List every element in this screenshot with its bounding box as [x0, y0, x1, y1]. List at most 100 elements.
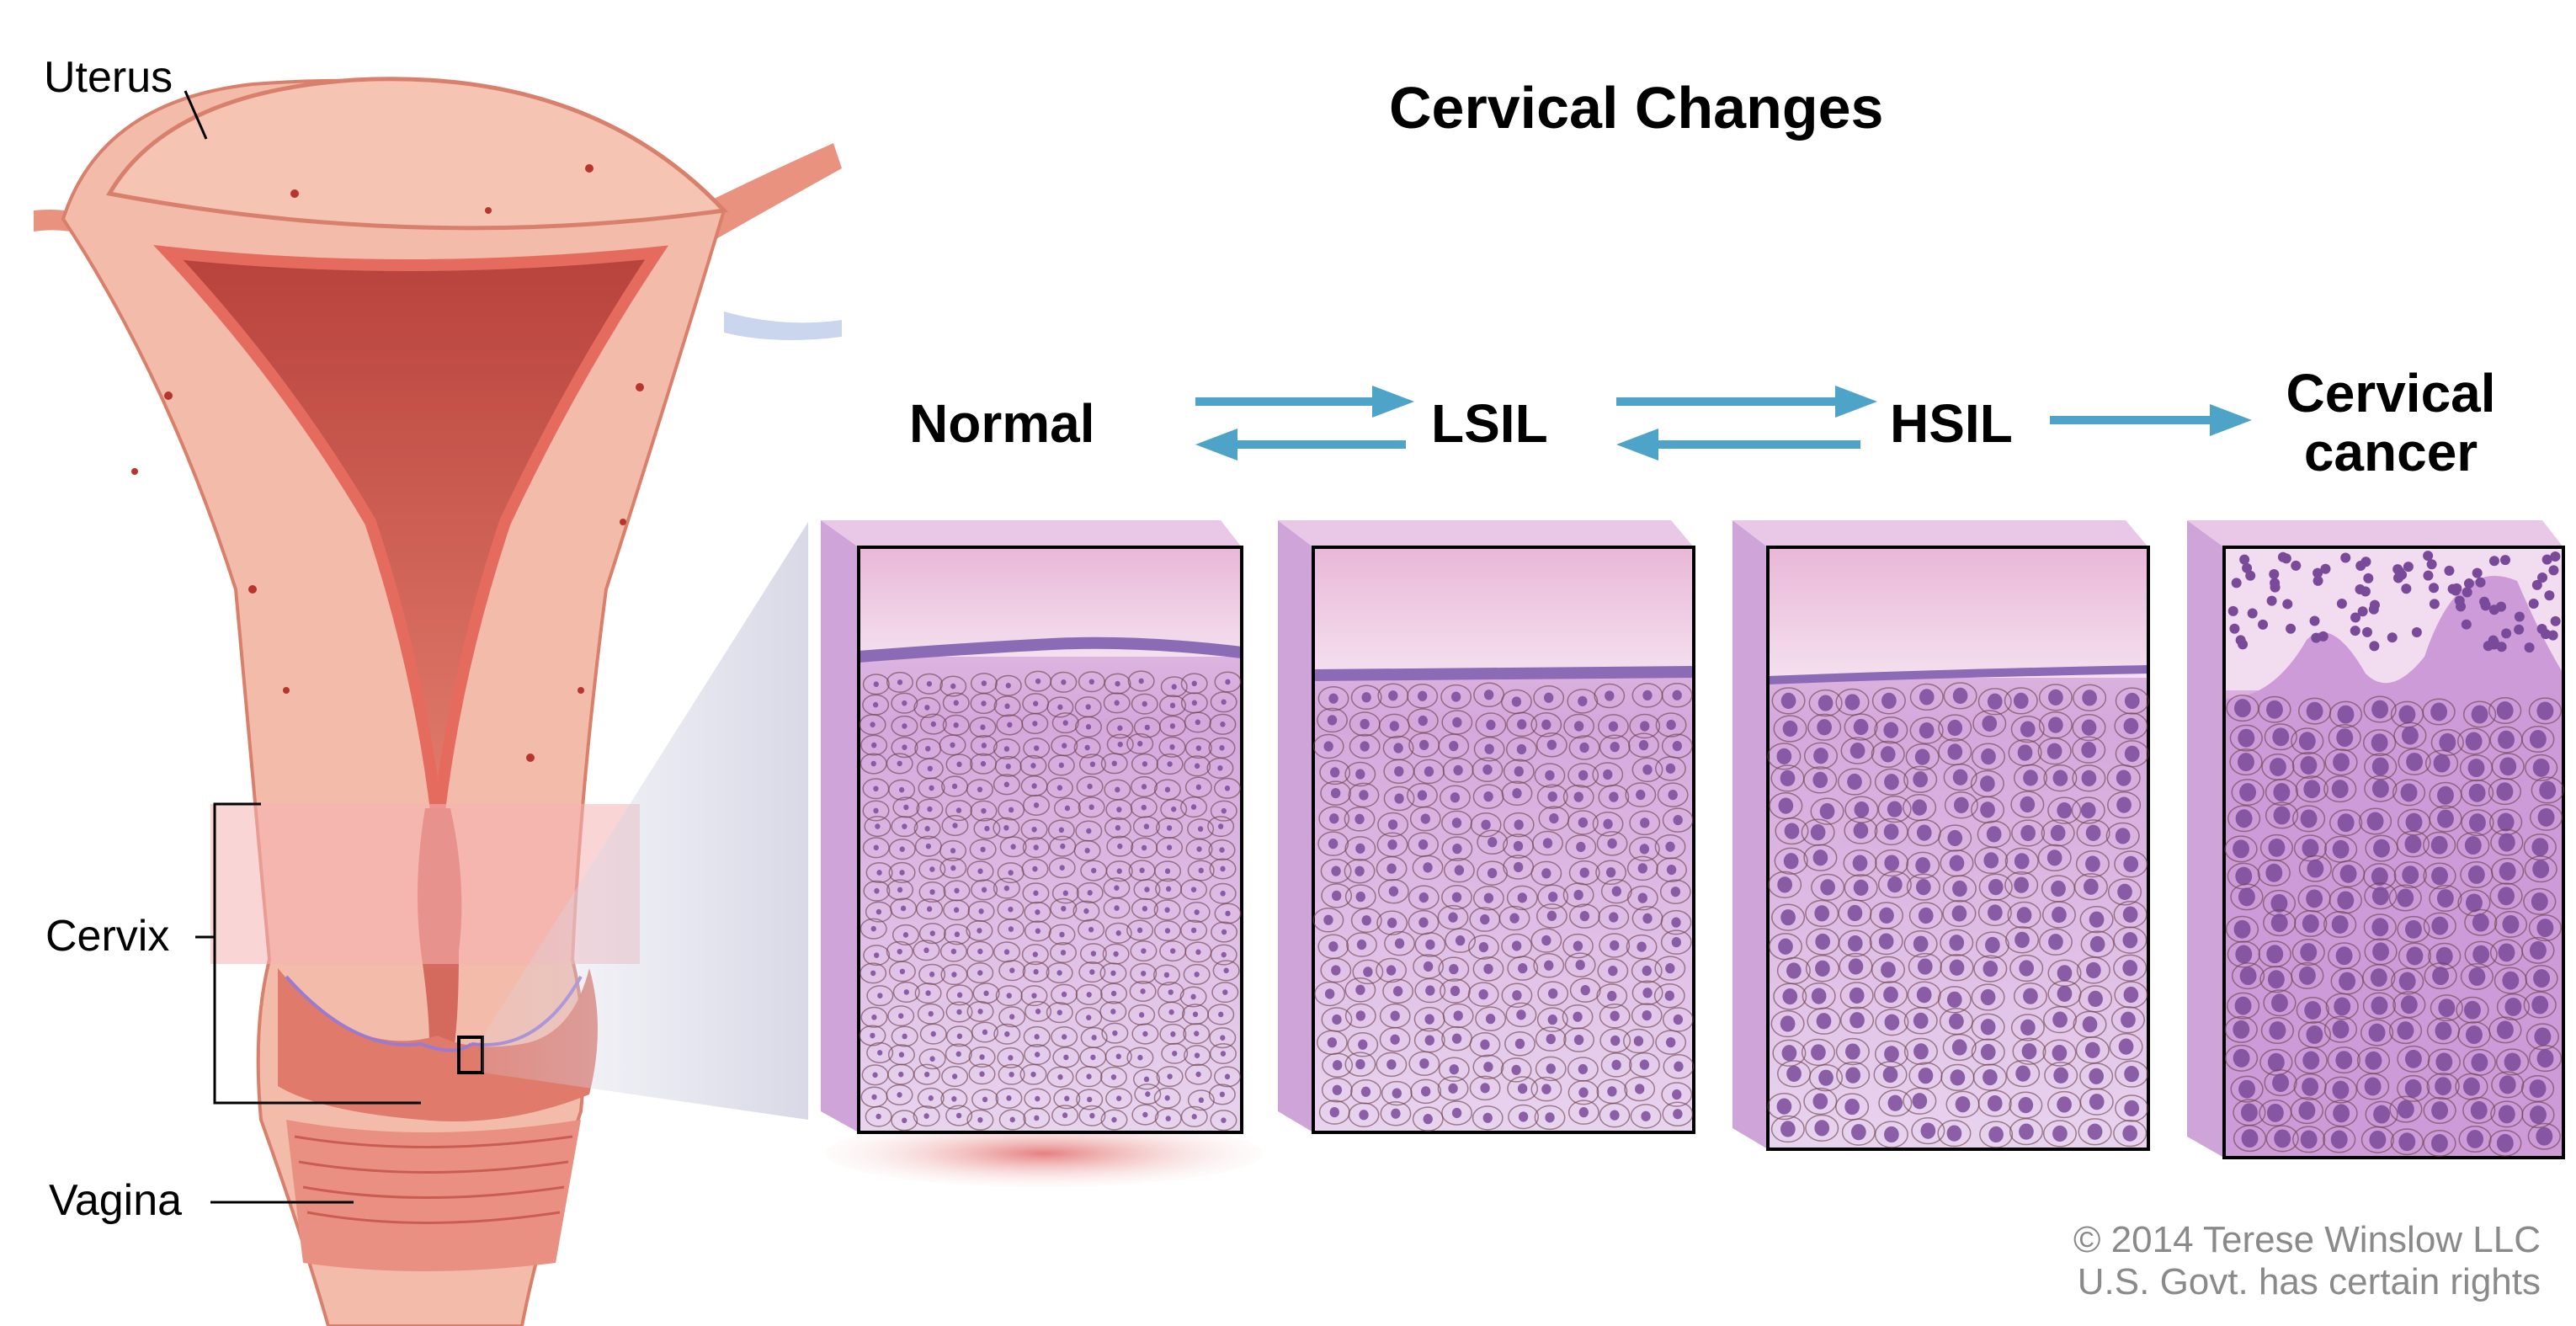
tissue-cell: [1321, 883, 1353, 908]
cell-nucleus: [1955, 1096, 1971, 1113]
tissue-cell: [1210, 691, 1237, 713]
tissue-cell: [1158, 1001, 1185, 1023]
cell-nucleus: [1056, 970, 1062, 976]
cell-nucleus: [1449, 964, 1459, 975]
tissue-cell: [969, 716, 997, 738]
tissue-cell: [1626, 855, 1658, 881]
tissue-cell: [913, 696, 941, 718]
cell-nucleus: [2124, 1100, 2139, 1117]
tissue-cell: [1533, 684, 1565, 711]
cell-nucleus: [1062, 1034, 1067, 1040]
cell-nucleus: [1008, 870, 1014, 876]
cell-nucleus: [1363, 967, 1373, 977]
tissue-cell: [1803, 844, 1838, 871]
cell-nucleus: [1332, 1060, 1343, 1071]
cell-nucleus: [1110, 990, 1117, 997]
tissue-cell: [1207, 816, 1235, 838]
cell-nucleus: [1355, 843, 1365, 854]
cell-nucleus: [950, 948, 957, 955]
cell-nucleus: [1195, 784, 1202, 791]
tissue-cell: [1871, 740, 1905, 769]
tissue-cell: [1772, 1039, 1807, 1067]
tissue-cell: [2525, 1023, 2560, 1051]
tissue-cell: [2258, 695, 2291, 723]
tissue-cell: [966, 919, 993, 941]
cell-nucleus: [2499, 861, 2516, 881]
cell-nucleus: [1451, 1033, 1462, 1044]
cell-nucleus: [2048, 934, 2063, 951]
cell-nucleus: [1089, 761, 1096, 768]
tissue-cell: [2291, 727, 2324, 755]
cell-nucleus: [1849, 987, 1865, 1004]
invading-cell: [2313, 575, 2323, 586]
cell-nucleus: [928, 1095, 934, 1101]
uterus-pointer: [184, 90, 208, 140]
cell-nucleus: [1168, 989, 1174, 995]
cell-nucleus: [1819, 803, 1835, 820]
tissue-cell: [1409, 806, 1441, 832]
tissue-cell: [1840, 737, 1875, 764]
tissue-cell: [997, 919, 1025, 940]
invading-cell: [2544, 590, 2555, 601]
cell-nucleus: [1671, 917, 1681, 928]
tissue-cell: [1657, 782, 1689, 807]
tissue-cell: [1472, 885, 1504, 911]
cell-nucleus: [980, 724, 986, 731]
cell-nucleus: [2468, 967, 2486, 986]
tissue-cell: [2114, 981, 2148, 1009]
tissue-cell: [2398, 748, 2431, 775]
cell-nucleus: [2124, 692, 2140, 710]
tissue-cell: [1469, 1075, 1501, 1101]
cell-nucleus: [1517, 719, 1527, 730]
cell-nucleus: [1609, 791, 1619, 802]
invading-cell: [2247, 608, 2258, 619]
tissue-cell: [942, 692, 970, 714]
invading-cell: [2488, 639, 2499, 650]
cell-nucleus: [1088, 804, 1094, 811]
tissue-cell: [1076, 881, 1104, 903]
tissue-cell: [945, 1105, 973, 1126]
cell-nucleus: [1418, 690, 1428, 701]
cell-nucleus: [1218, 1011, 1224, 1018]
tissue-cell: [2460, 779, 2494, 807]
tissue-cell: [1592, 812, 1624, 837]
tissue-cell: [2464, 908, 2498, 936]
tissue-cell: [919, 713, 947, 735]
tissue-cell: [2073, 684, 2107, 711]
cell-nucleus: [1983, 852, 1999, 869]
tissue-cell: [1348, 1102, 1380, 1128]
invading-cell: [2269, 569, 2280, 580]
cell-nucleus: [1061, 991, 1067, 998]
tissue-cell: [1100, 753, 1128, 775]
tissue-cell: [915, 673, 943, 695]
cell-nucleus: [979, 1071, 985, 1078]
cell-nucleus: [1194, 972, 1200, 977]
cell-nucleus: [2081, 719, 2097, 736]
tissue-cell: [1022, 961, 1050, 983]
tissue-cell: [1183, 901, 1211, 924]
cell-nucleus: [1194, 1052, 1200, 1058]
tissue-cell: [2423, 1097, 2456, 1125]
cell-nucleus: [1603, 818, 1613, 829]
cell-nucleus: [898, 1052, 905, 1058]
tissue-cell: [1078, 1105, 1106, 1126]
tissue-cell: [1567, 689, 1599, 714]
invading-cell: [2423, 551, 2434, 562]
tissue-cell: [1214, 903, 1242, 924]
tissue-cell: [1051, 712, 1079, 734]
cell-nucleus: [1949, 959, 1965, 976]
tissue-cell: [943, 924, 971, 945]
cell-nucleus: [1004, 703, 1010, 710]
cell-nucleus: [870, 1032, 876, 1039]
tissue-cell: [864, 816, 891, 838]
cell-nucleus: [1916, 986, 1932, 1004]
tissue-cell: [2523, 991, 2557, 1019]
tissue-cell: [1348, 782, 1380, 808]
cell-nucleus: [1091, 1035, 1097, 1041]
cell-nucleus: [1171, 806, 1177, 812]
cell-nucleus: [2124, 745, 2140, 762]
invading-cell: [2450, 585, 2461, 596]
tissue-cell: [1437, 1076, 1469, 1101]
tissue-cell: [919, 1023, 947, 1045]
cell-nucleus: [1480, 914, 1490, 925]
